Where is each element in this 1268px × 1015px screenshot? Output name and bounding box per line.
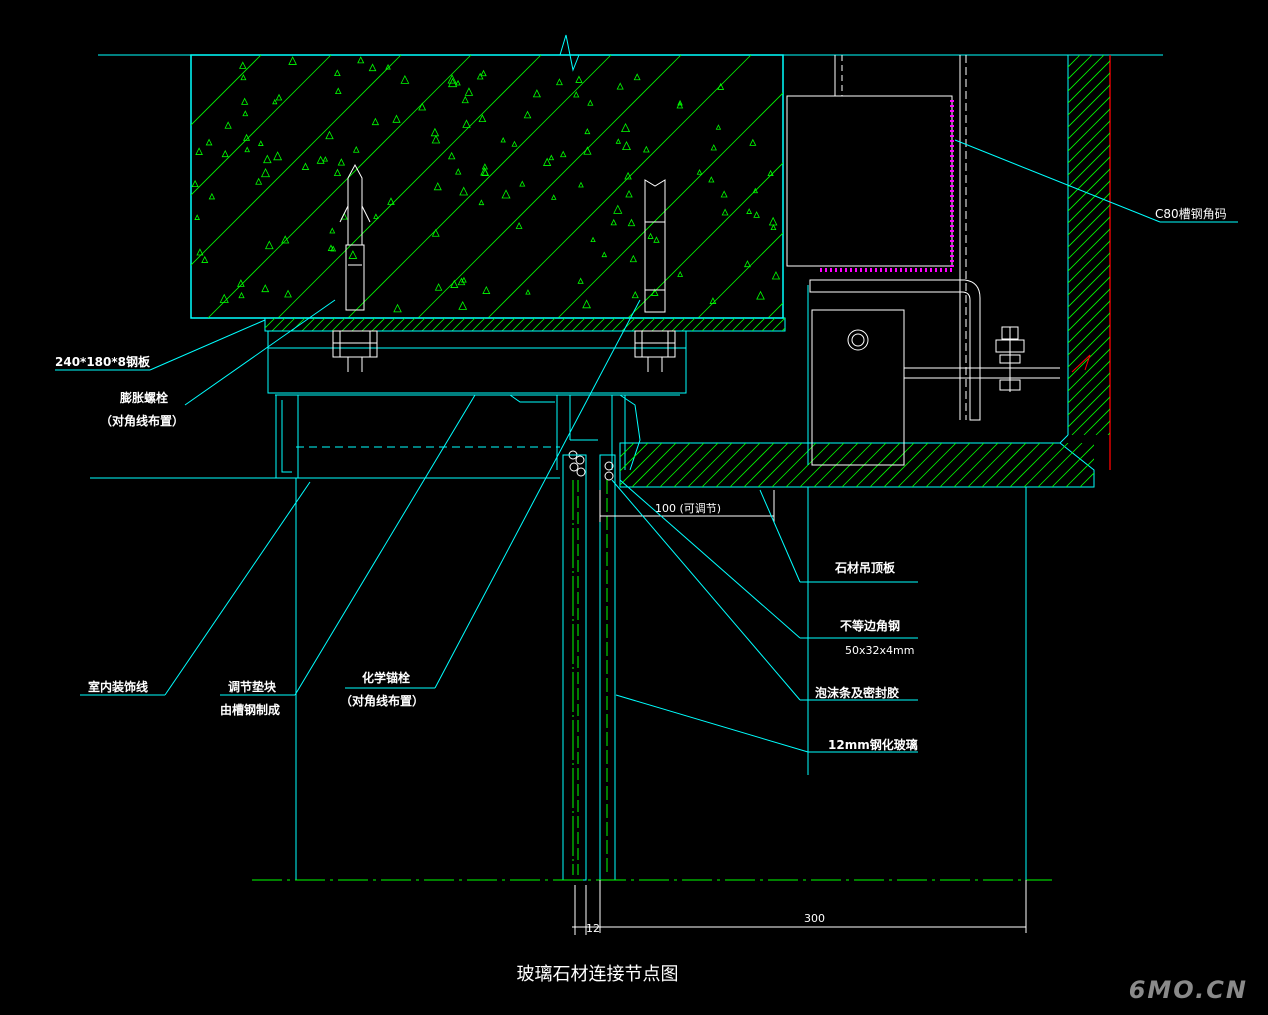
- label-adjust-pad-note: 由槽钢制成: [220, 702, 280, 717]
- unequal-angle-steel: [807, 279, 1060, 466]
- dimension-lines: [572, 490, 1027, 935]
- leader-lines: [55, 139, 1238, 753]
- chemical-anchor: [634, 179, 676, 372]
- label-interior-trim: 室内装饰线: [88, 679, 148, 694]
- tempered-glass-12mm: [562, 454, 616, 881]
- label-stone-ceiling: 石材吊顶板: [834, 560, 896, 575]
- watermark-logo: 6MO.CN: [1128, 976, 1248, 1004]
- label-expansion-bolt: 膨胀螺栓: [119, 390, 168, 405]
- adjust-pad-channel: [267, 330, 687, 479]
- label-adjust-pad: 调节垫块: [228, 679, 277, 694]
- label-chemical-anchor: 化学锚栓: [362, 670, 410, 685]
- top-reference-line: [98, 34, 1163, 72]
- dim-adjustable: 100 (可调节): [655, 502, 721, 515]
- label-chemical-anchor-note: （对角线布置）: [340, 693, 424, 708]
- label-channel-angle: C80槽钢角码: [1155, 207, 1227, 221]
- drawing-caption: 玻璃石材连接节点图: [516, 964, 679, 985]
- label-expansion-bolt-note: （对角线布置）: [100, 413, 184, 428]
- label-steel-plate: 240*180*8钢板: [55, 354, 151, 369]
- expansion-bolt: [332, 163, 378, 372]
- label-foam-sealant: 泡沫条及密封胶: [815, 685, 899, 700]
- concrete-slab: [190, 54, 784, 319]
- label-tempered-glass: 12mm钢化玻璃: [828, 737, 918, 752]
- dim-width-300: 300: [804, 912, 825, 925]
- label-unequal-angle: 不等边角钢: [840, 618, 900, 633]
- steel-plate-240x180x8: [264, 317, 786, 332]
- c80-channel-bracket: [786, 55, 967, 420]
- dim-glass-thickness: 12: [586, 922, 600, 935]
- right-wall: [1059, 55, 1111, 470]
- reference-lines: [90, 477, 1052, 881]
- label-unequal-angle-size: 50x32x4mm: [845, 644, 914, 657]
